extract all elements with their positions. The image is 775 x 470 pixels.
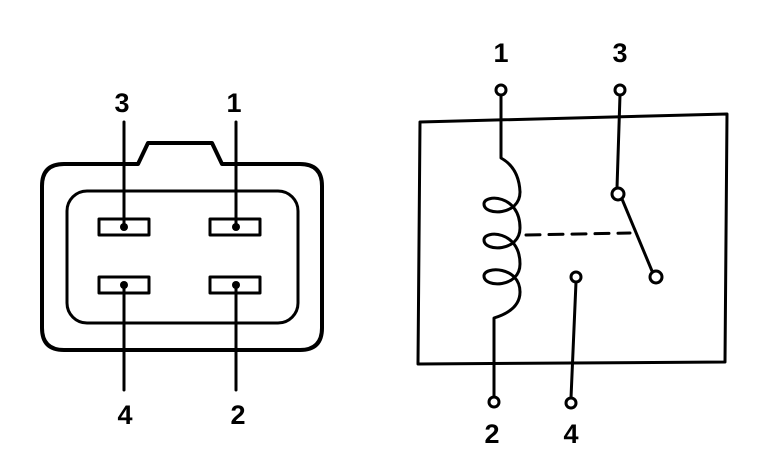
terminal-dot-3	[120, 223, 128, 231]
switch-pivot	[610, 186, 626, 202]
relay-terminal-2	[487, 395, 501, 409]
coil-switch-linkage	[524, 231, 632, 237]
coil-wire-top	[499, 93, 522, 194]
terminal-dot-2	[232, 281, 240, 289]
connector-label-4: 4	[117, 400, 132, 430]
terminal-dot-4	[120, 281, 128, 289]
relay-label-1: 1	[493, 38, 508, 68]
relay-terminal-4	[564, 396, 578, 410]
relay-label-3: 3	[612, 38, 627, 68]
switch-arm	[620, 197, 654, 273]
relay-schematic: 1 3 2 4	[416, 38, 729, 449]
relay-coil	[482, 190, 522, 294]
switch-arm-end	[648, 269, 664, 285]
terminal-dot-1	[232, 223, 240, 231]
connector-label-3: 3	[114, 88, 129, 118]
connector-inner-cavity	[65, 189, 300, 325]
contact-4-wire	[569, 280, 578, 400]
relay-label-2: 2	[484, 419, 499, 449]
switch-common-wire	[615, 93, 622, 190]
relay-label-4: 4	[563, 419, 578, 449]
connector-label-2: 2	[230, 400, 245, 430]
connector-housing-outline	[40, 141, 324, 352]
connector-label-1: 1	[226, 88, 241, 118]
connector-face-view: 3 1 4 2	[40, 88, 324, 430]
relay-body-outline	[416, 112, 729, 366]
coil-wire-bottom	[492, 290, 522, 399]
